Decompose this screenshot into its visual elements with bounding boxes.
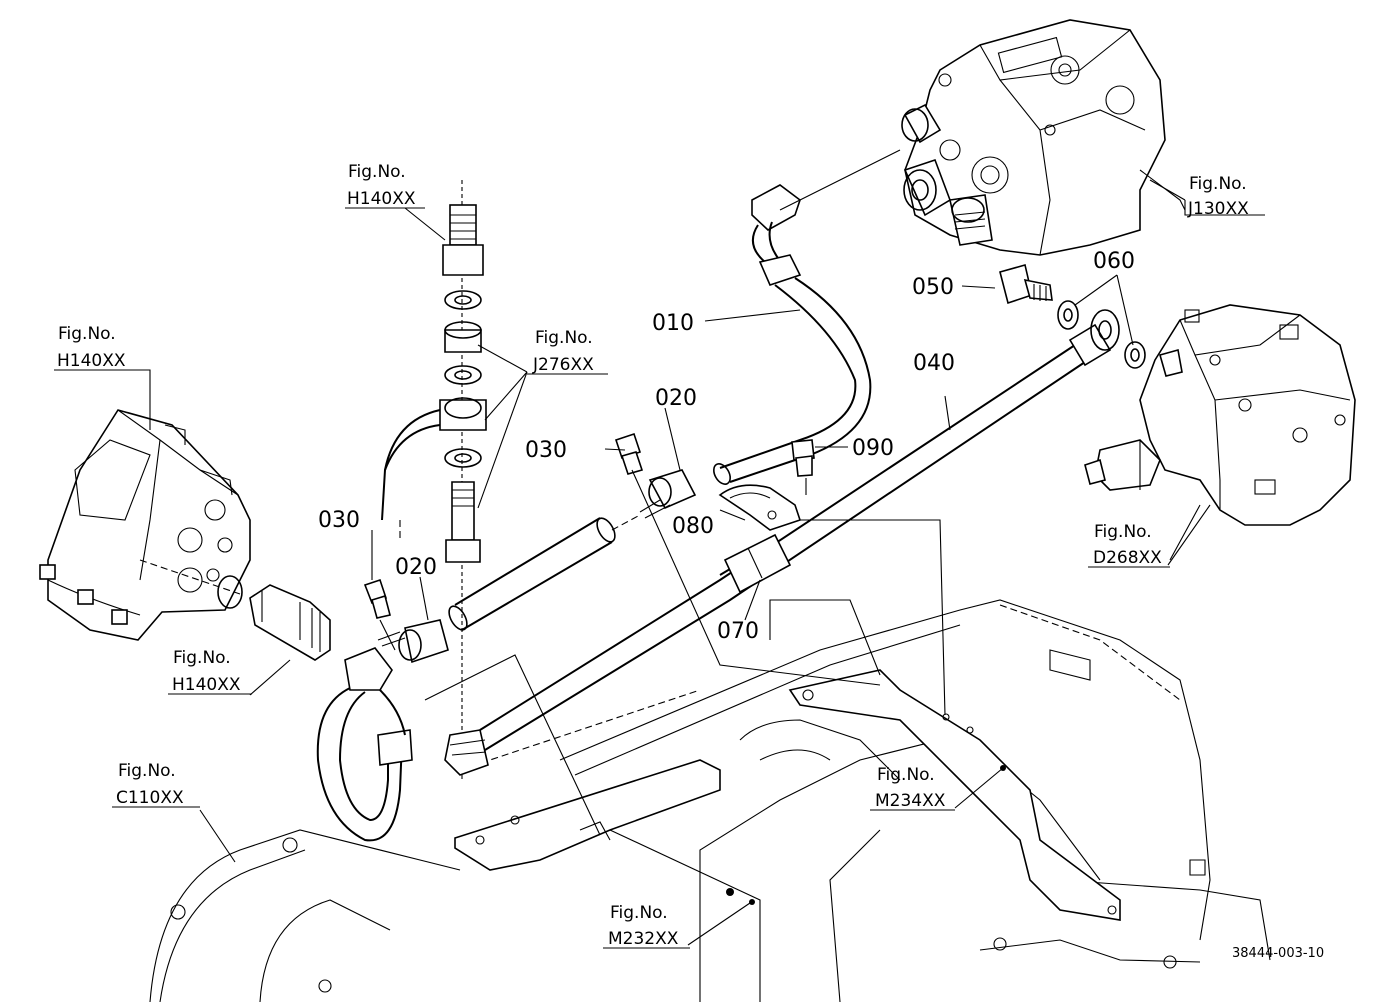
label-m234: Fig.No. M234XX <box>870 765 955 811</box>
transmission-housing <box>149 599 1271 1002</box>
valve-j130 <box>901 19 1186 256</box>
bolt-030-lower <box>363 578 396 651</box>
part-020-lower-label: 020 <box>395 555 437 580</box>
cushion-070 <box>723 533 881 676</box>
valve-d268 <box>1084 304 1356 561</box>
fig-prefix: Fig.No. <box>535 328 593 348</box>
fig-prefix: Fig.No. <box>1189 174 1247 194</box>
fig-prefix: Fig.No. <box>58 324 116 344</box>
fig-code: H140XX <box>172 675 241 695</box>
plug-090 <box>791 439 815 495</box>
banjo-bolt-050 <box>999 264 1053 305</box>
part-040-label: 040 <box>913 351 955 376</box>
bracket-m234 <box>788 669 1121 921</box>
hose-010 <box>713 149 901 485</box>
fig-prefix: Fig.No. <box>118 761 176 781</box>
label-h140-top: Fig.No. H140XX <box>345 162 425 209</box>
fitting-column <box>381 180 487 780</box>
part-070-label: 070 <box>717 619 759 644</box>
washers-060 <box>1057 300 1146 369</box>
part-060-label: 060 <box>1093 249 1135 274</box>
fig-code: H140XX <box>57 351 126 371</box>
fig-prefix: Fig.No. <box>173 648 231 668</box>
fig-code: C110XX <box>116 788 184 808</box>
part-050-label: 050 <box>912 275 954 300</box>
clamp-020-upper <box>639 469 697 519</box>
label-c110: Fig.No. C110XX <box>112 761 200 808</box>
label-m232: Fig.No. M232XX <box>603 903 690 949</box>
fig-prefix: Fig.No. <box>877 765 935 785</box>
fig-code: M232XX <box>608 929 679 949</box>
part-080-label: 080 <box>672 514 714 539</box>
steering-unit <box>39 409 251 641</box>
part-030-upper-label: 030 <box>525 438 567 463</box>
pipe-middle <box>448 514 641 631</box>
part-020-upper-label: 020 <box>655 386 697 411</box>
fig-code: M234XX <box>875 791 946 811</box>
fig-prefix: Fig.No. <box>1094 522 1152 542</box>
leader-lines <box>120 179 1265 946</box>
label-j276: Fig.No. J276XX <box>527 328 608 375</box>
fig-code: D268XX <box>1093 548 1162 568</box>
drawing-code: 38444-003-10 <box>1232 946 1324 961</box>
hose-loop-left <box>316 647 601 842</box>
fig-code: H140XX <box>347 189 416 209</box>
part-010-label: 010 <box>652 311 694 336</box>
label-h140-left: Fig.No. H140XX <box>54 324 140 371</box>
pipe-040 <box>444 309 1120 776</box>
part-030-lower-label: 030 <box>318 508 360 533</box>
clamp-020-lower <box>377 619 449 664</box>
bracket-m232 <box>454 759 761 1002</box>
label-j130: Fig.No. J130XX <box>1187 174 1249 219</box>
bolt-030-upper <box>614 432 881 686</box>
fig-code: J276XX <box>532 355 594 375</box>
adapter-left <box>139 559 331 661</box>
fig-prefix: Fig.No. <box>610 903 668 923</box>
clamp-080 <box>718 484 946 716</box>
label-h140-bottom: Fig.No. H140XX <box>168 648 252 695</box>
fig-code: J130XX <box>1187 199 1249 219</box>
label-d268: Fig.No. D268XX <box>1088 522 1170 568</box>
fig-prefix: Fig.No. <box>348 162 406 182</box>
part-090-label: 090 <box>852 436 894 461</box>
